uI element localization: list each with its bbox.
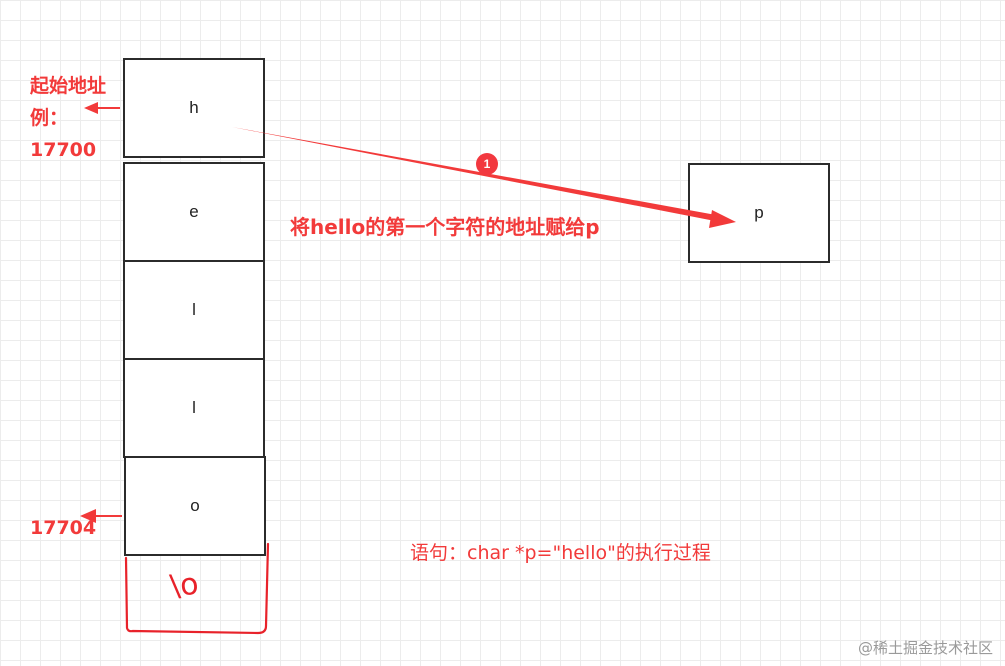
memory-cell-o: o [124,456,266,556]
memory-cell-h: h [123,58,265,158]
statement-caption: 语句：char *p="hello"的执行过程 [410,542,711,564]
pointer-label: p [754,203,764,222]
assign-arrow-head [709,210,736,228]
memory-cell-char: e [189,202,199,221]
step-number-badge: 1 [476,153,498,175]
assign-arrow [232,127,716,221]
memory-cell-char: l [192,300,196,319]
start-address-line: 17700 [30,139,97,161]
null-terminator-box [124,542,270,635]
assign-description: 将hello的第一个字符的地址赋给p [290,215,600,239]
start-address-line: 起始地址 [30,75,107,97]
memory-cell-l2: l [123,358,265,458]
start-address-arrow-head [84,102,98,114]
end-address-arrow-head [80,509,96,523]
memory-cell-char: h [189,98,199,117]
end-address-label: 17704 [30,517,97,539]
null-terminator-char: \o [168,566,201,605]
memory-cell-l1: l [123,260,265,360]
start-address-line: 例： [30,107,69,129]
watermark: @稀土掘金技术社区 [857,639,993,657]
start-address-label: 起始地址 例： 17700 [30,70,106,166]
memory-cell-char: l [192,398,196,417]
memory-cell-char: o [190,496,200,515]
